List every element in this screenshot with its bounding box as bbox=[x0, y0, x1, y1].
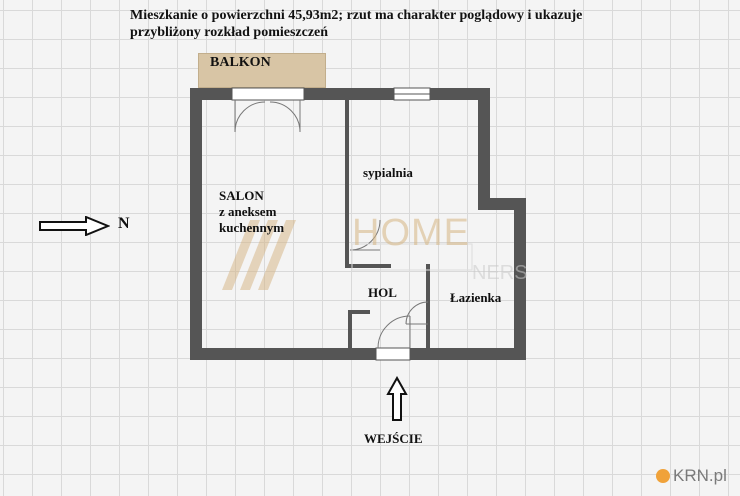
bathroom-label: Łazienka bbox=[450, 290, 502, 305]
north-label: N bbox=[118, 215, 130, 232]
watermark-box bbox=[351, 243, 473, 271]
watermark-text: HOME bbox=[352, 212, 470, 254]
balcony-door bbox=[231, 87, 305, 133]
entrance-arrow-icon bbox=[386, 376, 408, 421]
krn-logo-icon bbox=[656, 469, 670, 483]
watermark-faint-text: NERS bbox=[472, 262, 528, 284]
watermark-logo bbox=[222, 220, 296, 290]
bedroom-door bbox=[349, 219, 381, 251]
walls bbox=[190, 88, 526, 360]
living-room-label-line-3: kuchennym bbox=[219, 220, 285, 235]
plan-description: Mieszkanie o powierzchni 45,93m2; rzut m… bbox=[130, 8, 583, 40]
floor-plan bbox=[190, 87, 526, 361]
living-room-label-line-2: z aneksem bbox=[219, 204, 277, 219]
entrance-label: WEJŚCIE bbox=[364, 431, 423, 446]
interior-walls bbox=[345, 100, 430, 350]
site-badge-label: KRN.pl bbox=[673, 466, 727, 485]
site-badge[interactable]: KRN.pl bbox=[656, 466, 727, 486]
balcony-area bbox=[198, 53, 326, 88]
north-arrow-icon bbox=[39, 216, 110, 236]
entrance-door bbox=[375, 315, 411, 361]
hall-label: HOL bbox=[368, 285, 397, 300]
bedroom-window bbox=[393, 87, 431, 101]
living-room-label-line-1: SALON bbox=[219, 188, 264, 203]
balcony-label: BALKON bbox=[210, 55, 271, 70]
bedroom-label: sypialnia bbox=[363, 165, 413, 180]
bathroom-door bbox=[405, 301, 429, 325]
living-room-label: SALON z aneksem kuchennym bbox=[219, 188, 284, 236]
